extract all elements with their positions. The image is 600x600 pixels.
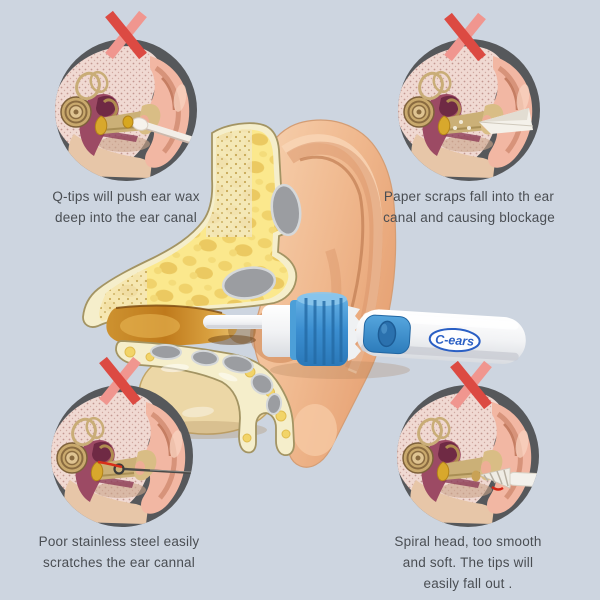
caption-spiral: Spiral head, too smooth and soft. The ti… (350, 531, 586, 594)
device-collar (296, 294, 348, 366)
caption-paper: Paper scraps fall into th ear canal and … (349, 186, 589, 228)
caption-line: Q-tips will push ear wax (52, 189, 200, 204)
warning-circle-spiral (395, 385, 542, 527)
caption-line: and soft. The tips will (402, 555, 534, 570)
caption-line: easily fall out . (423, 576, 513, 591)
steel-tool (97, 460, 193, 475)
device-brush-ring (348, 306, 361, 361)
brand-logo: C-ears (435, 332, 475, 348)
warning-circle-paper (396, 39, 540, 181)
caption-line: Poor stainless steel easily (38, 534, 200, 549)
caption-steel: Poor stainless steel easily scratches th… (0, 531, 238, 573)
caption-line: deep into the ear canal (55, 210, 197, 225)
brand-logo-badge (428, 327, 481, 353)
caption-line: canal and causing blockage (383, 210, 555, 225)
paper-tool (453, 108, 534, 134)
warning-circle-steel (49, 385, 194, 527)
caption-qtips: Q-tips will push ear wax deep into the e… (6, 186, 246, 228)
warning-circle-qtips (53, 39, 198, 181)
caption-line: scratches the ear cannal (43, 555, 195, 570)
caption-line: Paper scraps fall into th ear (383, 189, 555, 204)
spiral-tool (471, 467, 539, 491)
cartilage-blob (270, 183, 302, 237)
ear-cleaner-device: C-ears (203, 292, 526, 379)
cartilage-blob (221, 266, 277, 300)
qtip-tool (122, 115, 197, 147)
caption-line: Spiral head, too smooth (394, 534, 542, 549)
